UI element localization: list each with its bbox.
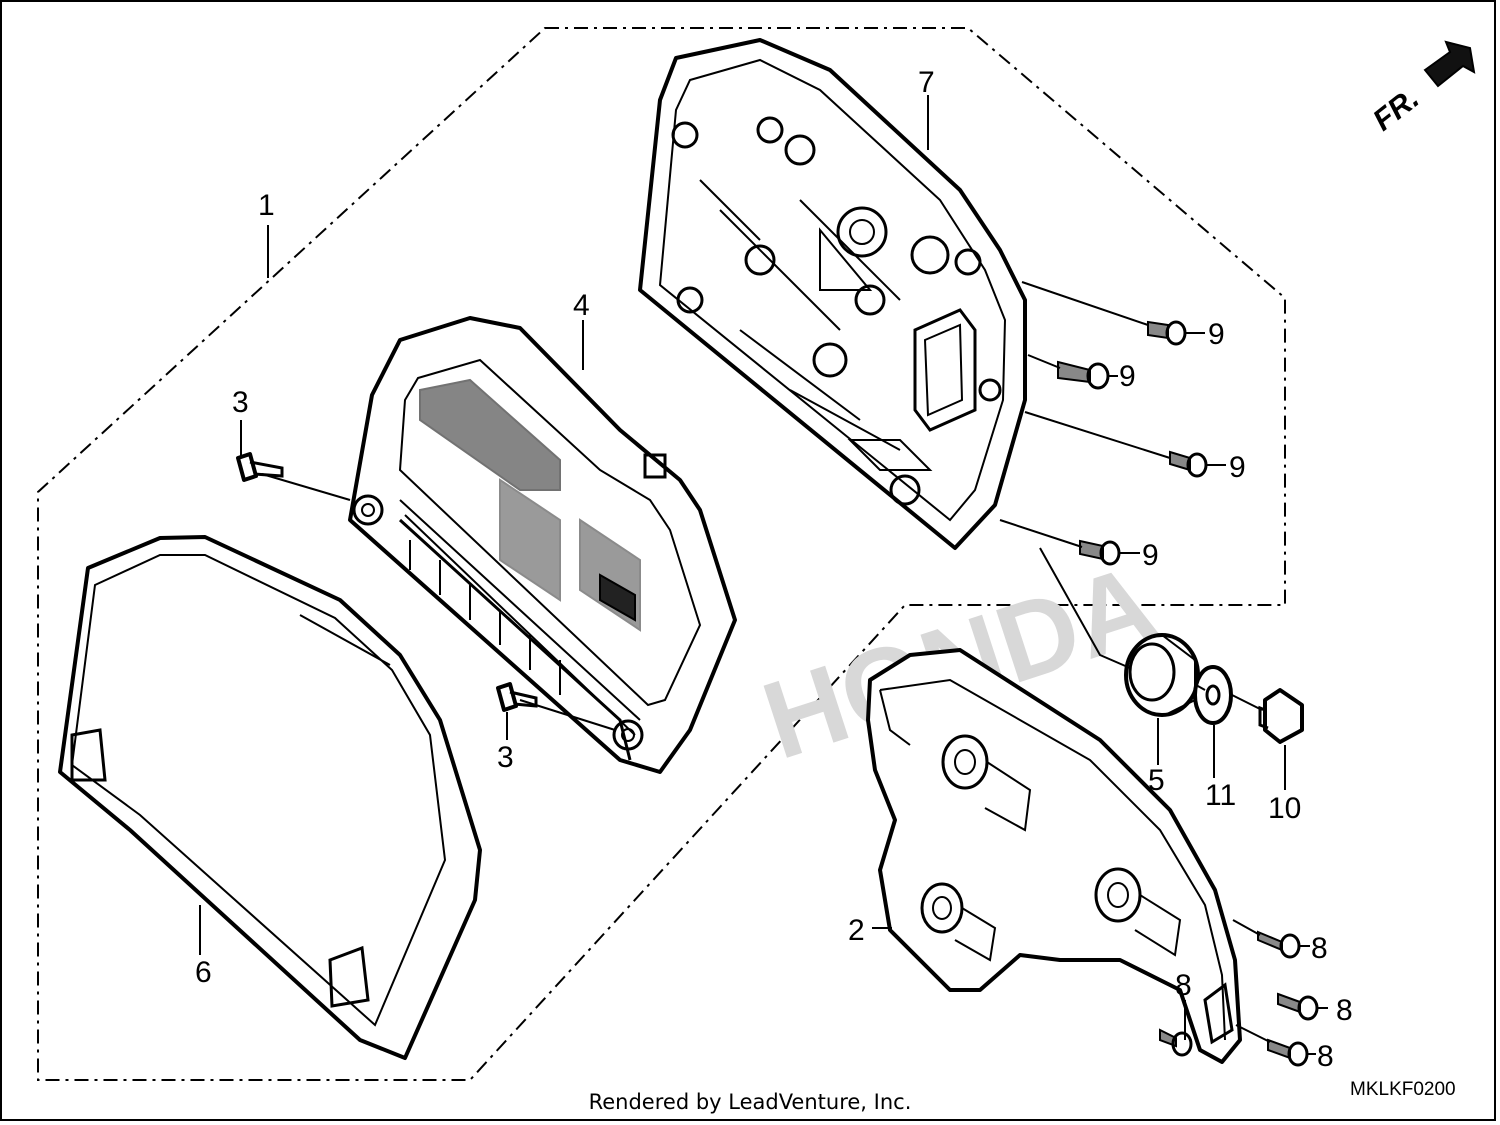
callout-3-upper: 3 xyxy=(232,386,249,419)
callout-8-a: 8 xyxy=(1311,932,1328,965)
callout-6: 6 xyxy=(195,956,212,989)
callout-10: 10 xyxy=(1268,792,1301,825)
screw-8-d xyxy=(1159,1028,1193,1057)
callout-3-lower: 3 xyxy=(497,741,514,774)
callout-9-c: 9 xyxy=(1229,451,1246,484)
screw-9-c xyxy=(1169,450,1208,478)
screw-8-c xyxy=(1267,1038,1309,1067)
callout-8-b: 8 xyxy=(1336,994,1353,1027)
part-grommet xyxy=(1124,633,1200,717)
screw-9-d xyxy=(1079,539,1121,566)
diagram-code: MKLKF0200 xyxy=(1350,1079,1456,1100)
render-credit: Rendered by LeadVenture, Inc. xyxy=(588,1090,912,1114)
callout-7: 7 xyxy=(918,66,935,99)
callout-8-c: 8 xyxy=(1317,1040,1334,1073)
front-direction-arrow-icon: FR. xyxy=(1367,40,1476,138)
screw-8-b xyxy=(1277,992,1319,1021)
callout-5: 5 xyxy=(1148,764,1165,797)
front-direction-label: FR. xyxy=(1367,82,1425,138)
meter-segment-display xyxy=(419,378,641,632)
part-meter-cover xyxy=(866,648,1242,1064)
screw-8-a xyxy=(1257,930,1301,959)
part-lens-cover xyxy=(58,535,482,1060)
leader-lines xyxy=(199,95,1328,1055)
assembly-outline xyxy=(37,27,1286,1081)
screw-3-lower xyxy=(496,682,538,712)
part-bolt-10 xyxy=(1258,688,1304,744)
part-washer xyxy=(1193,665,1233,725)
callout-11: 11 xyxy=(1205,779,1236,812)
callout-9-a: 9 xyxy=(1208,318,1225,351)
callout-4: 4 xyxy=(573,289,590,322)
callout-9-d: 9 xyxy=(1142,539,1159,572)
callout-9-b: 9 xyxy=(1119,360,1136,393)
callout-1: 1 xyxy=(258,189,275,222)
part-rear-case xyxy=(638,38,1027,550)
callout-2: 2 xyxy=(848,914,865,947)
part-meter-unit xyxy=(348,316,737,774)
callout-8-d: 8 xyxy=(1175,969,1192,1002)
screw-9-a xyxy=(1147,320,1187,346)
screw-9-b xyxy=(1057,360,1110,390)
screw-3-upper xyxy=(236,452,284,482)
